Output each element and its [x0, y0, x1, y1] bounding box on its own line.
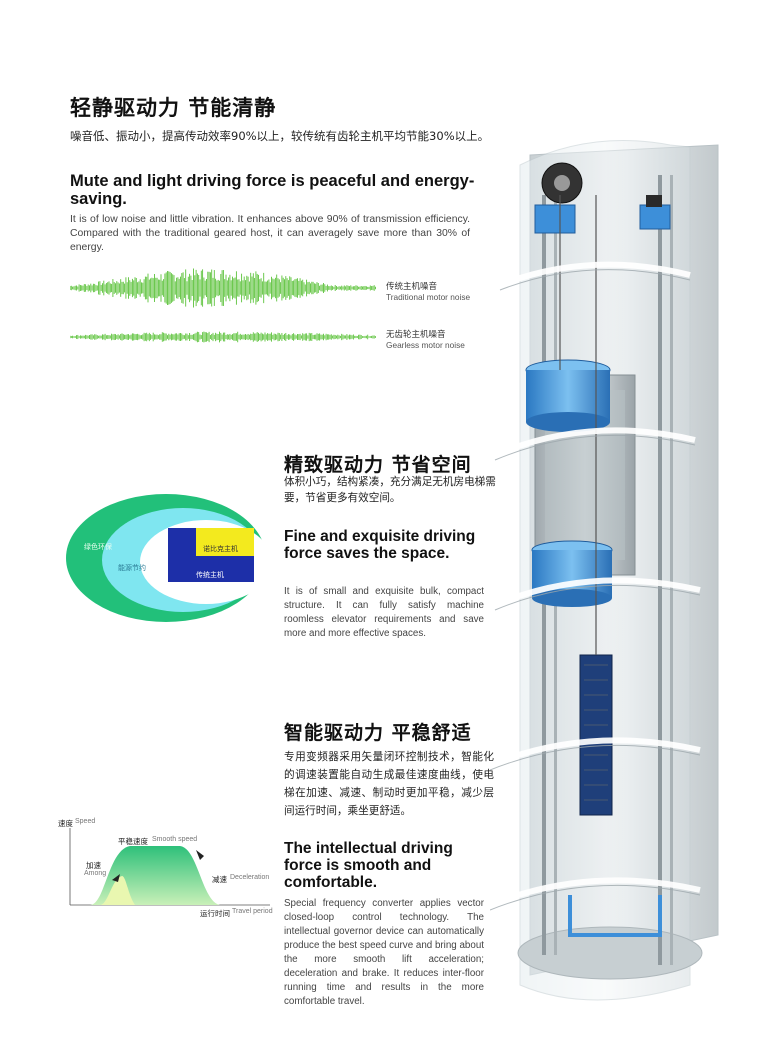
decel-label-cn: 减速	[212, 875, 227, 884]
speed-curve-diagram	[69, 828, 270, 906]
section3-body-cn: 专用变频器采用矢量闭环控制技术，智能化的调速装置能自动生成最佳速度曲线，使电梯在…	[284, 751, 494, 817]
traditional-noise-label-en: Traditional motor noise	[386, 292, 471, 302]
section2-title-cn: 精致驱动力 节省空间	[284, 454, 472, 476]
section1-title-en: Mute and light driving force is peaceful…	[70, 172, 475, 208]
accel-label-en: Among	[84, 870, 107, 877]
decel-label-en: Deceleration	[230, 874, 270, 881]
time-axis-label-en: Travel period	[232, 908, 273, 915]
time-axis-label-cn: 运行时间	[200, 909, 230, 918]
section2-body-cn: 体积小巧，结构紧凑，充分满足无机房电梯需要，节省更多有效空间。	[284, 476, 496, 504]
diagram-middle-label: 能源节约	[118, 564, 146, 572]
space-saving-diagram	[66, 494, 266, 622]
diagram-blue-label: 传统主机	[196, 571, 224, 579]
section1-title-cn: 轻静驱动力 节能清静	[70, 96, 277, 120]
section2-body-en: It is of small and exquisite bulk, compa…	[284, 586, 484, 639]
smooth-speed-label-cn: 平稳速度	[118, 837, 148, 846]
diagram-yellow-label: 诺比克主机	[203, 545, 238, 553]
section3-body-en: Special frequency converter applies vect…	[284, 898, 484, 1007]
traditional-noise-waveform	[70, 268, 376, 308]
section1-body-en: It is of low noise and little vibration.…	[70, 214, 470, 253]
gearless-noise-waveform	[70, 331, 376, 343]
section2-title-en: Fine and exquisite driving force saves t…	[284, 528, 476, 562]
gearless-noise-label-en: Gearless motor noise	[386, 340, 465, 350]
speed-axis-label-cn: 速度	[58, 819, 73, 828]
smooth-speed-label-en: Smooth speed	[152, 836, 198, 843]
gearless-noise-label-cn: 无齿轮主机噪音	[386, 330, 446, 340]
accel-label-cn: 加速	[86, 861, 101, 870]
section3-title-cn: 智能驱动力 平稳舒适	[284, 722, 472, 744]
elevator-shaft-illustration	[490, 140, 719, 1001]
section3-title-en: The intellectual driving force is smooth…	[284, 840, 453, 891]
speed-axis-label-en: Speed	[75, 818, 96, 825]
traditional-noise-label-cn: 传统主机噪音	[386, 282, 438, 292]
section1-subtitle-cn: 噪音低、振动小，提高传动效率90%以上，较传统有齿轮主机平均节能30%以上。	[70, 129, 490, 143]
diagram-outer-label: 绿色环保	[84, 543, 112, 551]
